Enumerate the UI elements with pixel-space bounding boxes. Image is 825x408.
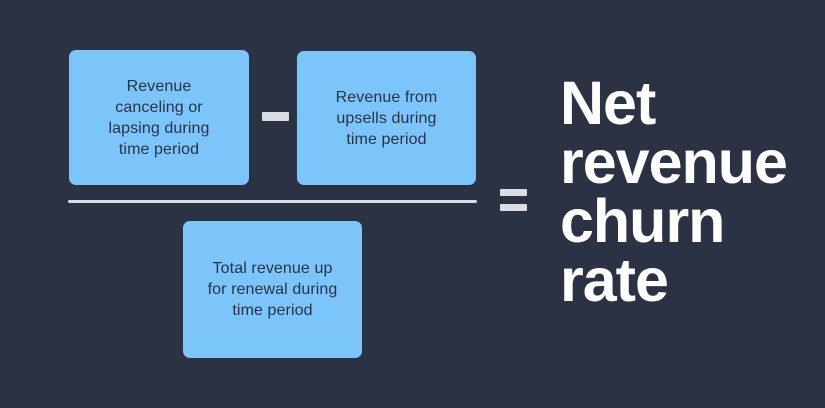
minus-operator-icon — [262, 112, 289, 121]
denominator-term-box: Total revenue up for renewal during time… — [183, 221, 362, 358]
equals-operator-icon — [500, 189, 527, 213]
denominator-term-label: Total revenue up for renewal during time… — [207, 260, 338, 319]
equals-bar-bottom — [500, 204, 527, 211]
numerator-left-term-label: Revenue canceling or lapsing during time… — [108, 77, 210, 158]
numerator-right-term-label: Revenue from upsells during time period — [335, 88, 438, 148]
numerator-left-term-box: Revenue canceling or lapsing during time… — [69, 50, 249, 185]
result-label: Net revenue churn rate — [560, 69, 788, 314]
numerator-right-term-box: Revenue from upsells during time period — [297, 51, 476, 185]
equals-bar-top — [500, 189, 527, 196]
fraction-bar-divider — [68, 200, 477, 203]
